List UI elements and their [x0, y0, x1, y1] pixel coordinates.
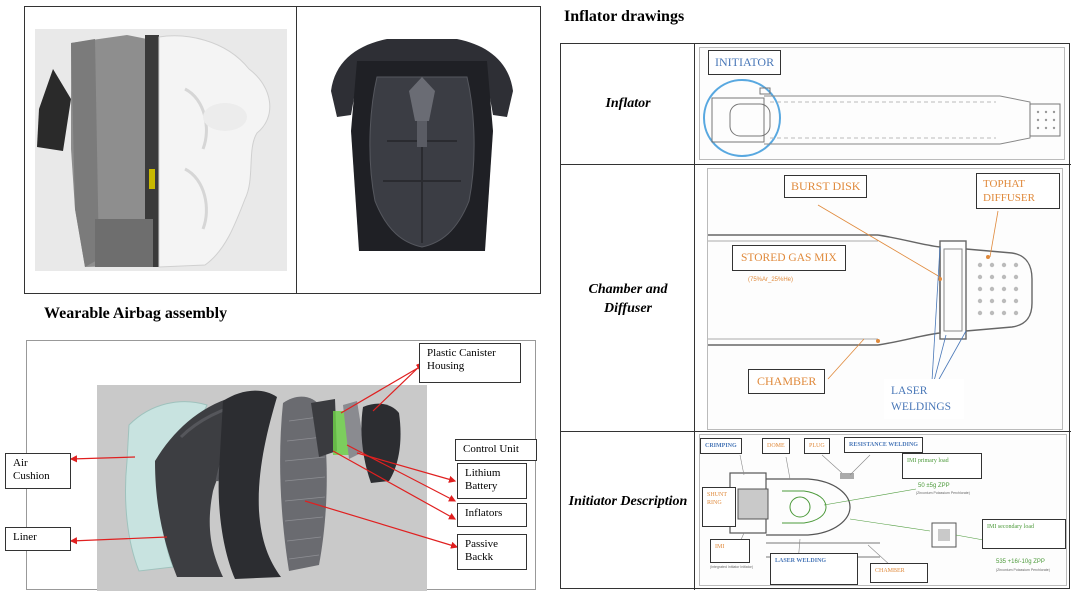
- crimping-label: CRIMPING: [700, 438, 742, 454]
- air-cushion-label: Air Cushion: [5, 453, 71, 489]
- imi-secondary-label: IMI secondary load: [982, 519, 1066, 549]
- inflators-label: Inflators: [457, 503, 527, 527]
- imi-label: IMI: [710, 539, 750, 563]
- exploded-assembly-illustration: [69, 362, 459, 591]
- vest-photo-frame: [24, 6, 541, 294]
- table-column-divider: [694, 44, 695, 590]
- stored-gas-label: STORED GAS MIX: [732, 245, 846, 271]
- exploded-assembly-diagram: Plastic Canister Housing Control Unit Li…: [5, 340, 537, 591]
- back-protector-vest-photo: [317, 21, 527, 271]
- imi-secondary-note: (Zirconium Potassium Perchlorate): [996, 568, 1050, 572]
- burst-disk-label: BURST DISK: [784, 175, 868, 198]
- inflator-cross-section: [703, 79, 1061, 157]
- laser-welding-label: LASER WELDING: [770, 553, 858, 585]
- table-row-divider: [561, 164, 1071, 165]
- chamber-label: CHAMBER: [748, 369, 826, 394]
- laser-weldings-label: LASER WELDINGS: [884, 379, 964, 419]
- chamber-cross-section: [708, 204, 1033, 382]
- gas-mix-text: (75%Ar_25%He): [748, 277, 794, 283]
- initiator-label: INITIATOR: [708, 50, 782, 75]
- imi-secondary-value: 535 +16/-10g ZPP: [996, 559, 1045, 565]
- inflator-drawings-table: Inflator Chamber and Diffuser Initiator …: [560, 43, 1071, 590]
- initiator-drawing: CRIMPING DOME PLUG RESISTANCE WELDING IM…: [699, 434, 1067, 586]
- airbag-vest-photo: [35, 29, 287, 271]
- imi-primary-label: IMI primary load: [902, 453, 982, 479]
- row-label-chamber: Chamber and Diffuser: [588, 282, 668, 316]
- shunt-ring-label: SHUNT RING: [702, 487, 736, 527]
- resistance-welding-label: RESISTANCE WELDING: [844, 437, 923, 453]
- plug-label: PLUG: [804, 438, 830, 454]
- imi-primary-value: 50 ±5g ZPP: [918, 483, 950, 489]
- canister-label: Plastic Canister Housing: [419, 343, 521, 383]
- imi-note: (Integrated Initiator Initiator): [710, 565, 753, 569]
- assembly-heading: Wearable Airbag assembly: [44, 305, 228, 322]
- imi-primary-note: (Zirconium Potassium Perchlorate): [916, 491, 970, 495]
- row-label-inflator: Inflator: [605, 96, 651, 111]
- inflator-drawing: INITIATOR: [699, 47, 1065, 160]
- row-label-initiator: Initiator Description: [568, 494, 688, 509]
- photo-divider: [296, 6, 297, 294]
- initiator-cross-section: [721, 454, 1001, 566]
- liner-label: Liner: [5, 527, 71, 551]
- chamber-small-label: CHAMBER: [870, 563, 928, 583]
- dome-label: DOME: [762, 438, 790, 454]
- tophat-diffuser-label: TOPHAT DIFFUSER: [976, 173, 1060, 209]
- table-row-divider: [561, 431, 1071, 432]
- control-unit-label: Control Unit: [455, 439, 537, 461]
- passive-back-label: Passive Backk: [457, 534, 527, 570]
- inflator-heading: Inflator drawings: [564, 8, 685, 25]
- chamber-diffuser-drawing: BURST DISK TOPHAT DIFFUSER STORED GAS MI…: [707, 168, 1063, 430]
- battery-label: Lithium Battery: [457, 463, 527, 499]
